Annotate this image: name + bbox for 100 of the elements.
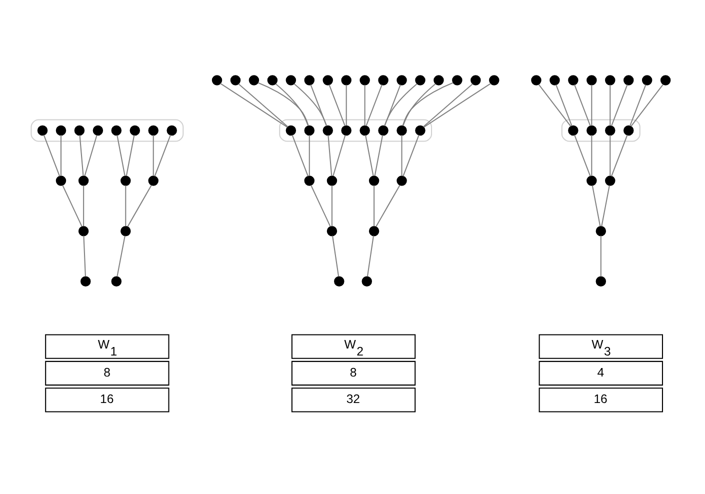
label: 32: [346, 392, 360, 406]
connector: [127, 185, 152, 227]
node-circle: [660, 75, 671, 86]
connector: [126, 135, 135, 176]
connector: [332, 236, 340, 277]
node-circle: [148, 176, 158, 186]
node-circle: [92, 125, 104, 136]
node-circle: [360, 125, 370, 136]
node-circle: [78, 176, 89, 186]
node-circle: [586, 176, 597, 186]
connector: [154, 134, 171, 176]
node-circle: [452, 75, 462, 86]
connector: [591, 84, 592, 126]
node-circle: [605, 176, 616, 186]
node-circle: [322, 75, 333, 86]
node-circle: [550, 75, 560, 86]
node-circle: [368, 226, 380, 236]
connector: [610, 134, 628, 176]
node-circle: [304, 75, 315, 86]
connector: [238, 83, 288, 128]
connector: [424, 83, 492, 128]
connector: [574, 84, 591, 126]
connector: [591, 135, 592, 176]
connector: [328, 135, 332, 176]
label: 4: [597, 365, 604, 380]
connector: [374, 185, 375, 226]
node-circle: [586, 125, 597, 136]
node-circle: [470, 75, 481, 86]
node-circle: [111, 276, 122, 287]
node-circle: [434, 75, 444, 86]
node-circle: [396, 176, 407, 186]
node-circle: [148, 125, 158, 136]
node-circle: [78, 226, 89, 236]
connector: [384, 84, 401, 126]
connector: [83, 185, 84, 226]
connector: [346, 84, 347, 126]
cluster: [279, 119, 432, 142]
connector: [401, 135, 402, 176]
connector: [366, 84, 382, 126]
connector: [629, 84, 646, 126]
node-circle: [130, 125, 140, 136]
connector: [384, 84, 418, 126]
connector: [60, 135, 62, 176]
node-circle: [378, 125, 388, 136]
connector: [610, 84, 611, 126]
label: 16: [100, 392, 114, 406]
connector: [328, 84, 346, 126]
connector: [592, 185, 601, 226]
connector: [116, 135, 126, 176]
node-circle: [120, 176, 131, 186]
connector: [308, 135, 310, 176]
connector: [538, 84, 572, 127]
node-circle: [304, 125, 315, 136]
node-circle: [623, 75, 634, 86]
connector: [610, 84, 628, 126]
connector: [374, 135, 384, 176]
node-circle: [586, 75, 597, 86]
node-circle: [568, 125, 578, 136]
connector: [220, 83, 288, 128]
node-circle: [596, 276, 606, 287]
connector: [331, 185, 332, 226]
node-circle: [166, 125, 177, 136]
node-circle: [334, 276, 344, 287]
node-circle: [286, 125, 296, 136]
node-circle: [267, 75, 278, 86]
node-circle: [56, 125, 66, 136]
connector: [422, 83, 474, 128]
connector: [610, 135, 611, 176]
node-circle: [415, 125, 426, 136]
connector: [402, 134, 420, 176]
connector: [79, 135, 84, 176]
connector: [402, 84, 436, 126]
connector: [152, 135, 154, 176]
connector: [62, 185, 82, 227]
connector: [365, 135, 374, 176]
node-circle: [596, 226, 606, 236]
node-circle: [120, 226, 131, 236]
node-circle: [396, 125, 407, 136]
node-circle: [368, 176, 380, 186]
cluster: [30, 119, 184, 142]
node-circle: [230, 75, 241, 86]
connector: [84, 135, 98, 176]
node-circle: [56, 176, 66, 186]
node-circle: [360, 75, 370, 86]
connector: [310, 185, 331, 227]
connector: [556, 84, 572, 126]
connector: [310, 84, 328, 126]
node-circle: [531, 75, 542, 86]
connector: [332, 135, 346, 176]
node-circle: [80, 276, 91, 287]
node-circle: [212, 75, 222, 86]
node-circle: [642, 75, 652, 86]
connector: [292, 134, 309, 176]
node-circle: [111, 125, 122, 136]
connector: [574, 134, 591, 176]
connector: [83, 236, 86, 277]
cluster: [561, 119, 640, 142]
node-circle: [568, 75, 578, 86]
label: 8: [104, 365, 110, 380]
node-circle: [37, 125, 48, 136]
